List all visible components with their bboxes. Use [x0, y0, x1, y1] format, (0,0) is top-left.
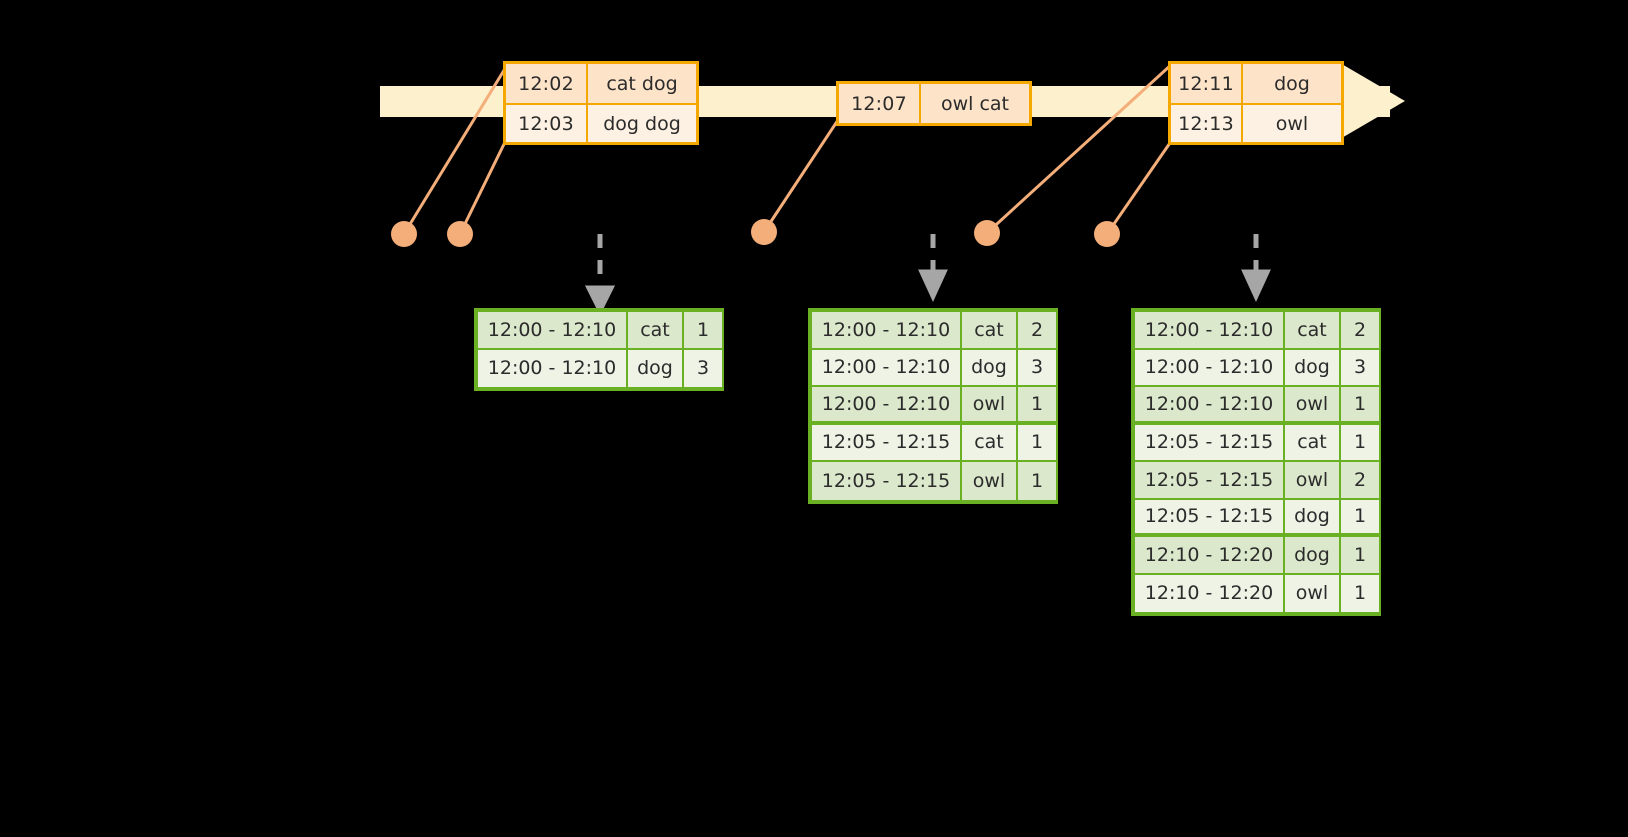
event-words: cat dog — [606, 72, 678, 95]
cell-count: 1 — [1341, 574, 1379, 612]
event-group-3[interactable]: 12:11 dog 12:13 owl — [1168, 61, 1344, 145]
cell-count: 1 — [1018, 424, 1056, 460]
cell-word: dog — [628, 349, 684, 387]
event-group-2[interactable]: 12:07 owl cat — [836, 81, 1032, 126]
event-row[interactable]: 12:11 dog — [1171, 64, 1341, 103]
cell-window: 12:10 - 12:20 — [1135, 574, 1285, 612]
cell-word: cat — [962, 424, 1018, 460]
cell-word: dog — [1285, 349, 1341, 385]
cell-window: 12:05 - 12:15 — [1135, 424, 1285, 460]
cell-word: owl — [1285, 462, 1341, 498]
cell-word: owl — [1285, 574, 1341, 612]
event-words: dog dog — [603, 112, 681, 135]
trigger-dot — [751, 219, 777, 245]
cell-count: 1 — [1018, 462, 1056, 500]
cell-window: 12:05 - 12:15 — [1135, 499, 1285, 533]
cell-window: 12:00 - 12:10 — [1135, 349, 1285, 385]
cell-word: dog — [1285, 537, 1341, 573]
cell-count: 3 — [1018, 349, 1056, 385]
trigger-dot — [447, 221, 473, 247]
emit-arrows — [584, 234, 1271, 316]
event-time: 12:02 — [506, 64, 588, 103]
cell-count: 3 — [1341, 349, 1379, 385]
cell-window: 12:10 - 12:20 — [1135, 537, 1285, 573]
cell-word: owl — [962, 387, 1018, 421]
event-words: owl cat — [940, 92, 1010, 115]
event-time: 12:07 — [839, 84, 921, 123]
cell-count: 3 — [684, 349, 722, 387]
cell-count: 2 — [1018, 312, 1056, 348]
event-time: 12:03 — [506, 105, 588, 142]
cell-count: 2 — [1341, 462, 1379, 498]
event-row[interactable]: 12:07 owl cat — [839, 84, 1029, 123]
event-words: dog — [1274, 72, 1310, 95]
cell-count: 1 — [1341, 499, 1379, 533]
trigger-dot — [391, 221, 417, 247]
emit-arrow-head — [1241, 269, 1271, 303]
cell-window: 12:05 - 12:15 — [812, 424, 962, 460]
event-row[interactable]: 12:03 dog dog — [506, 103, 696, 142]
trigger-dot-group — [391, 219, 1120, 247]
event-group-1[interactable]: 12:02 cat dog 12:03 dog dog — [503, 61, 699, 145]
event-row[interactable]: 12:13 owl — [1171, 103, 1341, 142]
cell-word: cat — [628, 312, 684, 348]
cell-window: 12:00 - 12:10 — [1135, 312, 1285, 348]
cell-word: cat — [962, 312, 1018, 348]
event-row[interactable]: 12:02 cat dog — [506, 64, 696, 103]
event-time: 12:11 — [1171, 64, 1243, 103]
cell-word: dog — [962, 349, 1018, 385]
cell-count: 2 — [1341, 312, 1379, 348]
cell-count: 1 — [1341, 537, 1379, 573]
cell-word: cat — [1285, 312, 1341, 348]
cell-window: 12:00 - 12:10 — [478, 349, 628, 387]
emit-arrow-head — [584, 285, 616, 316]
cell-count: 1 — [684, 312, 722, 348]
event-time: 12:13 — [1171, 105, 1243, 142]
cell-count: 1 — [1018, 387, 1056, 421]
trigger-dot — [974, 220, 1000, 246]
cell-window: 12:00 - 12:10 — [1135, 387, 1285, 421]
trigger-dot — [1094, 221, 1120, 247]
cell-window: 12:00 - 12:10 — [812, 312, 962, 348]
cell-word: dog — [1285, 499, 1341, 533]
cell-window: 12:00 - 12:10 — [478, 312, 628, 348]
cell-window: 12:05 - 12:15 — [812, 462, 962, 500]
cell-window: 12:00 - 12:10 — [812, 349, 962, 385]
emit-arrow-head — [918, 269, 948, 303]
cell-window: 12:00 - 12:10 — [812, 387, 962, 421]
cell-window: 12:05 - 12:15 — [1135, 462, 1285, 498]
cell-count: 1 — [1341, 424, 1379, 460]
cell-word: cat — [1285, 424, 1341, 460]
event-words: owl — [1275, 112, 1309, 135]
cell-word: owl — [962, 462, 1018, 500]
cell-count: 1 — [1341, 387, 1379, 421]
cell-word: owl — [1285, 387, 1341, 421]
